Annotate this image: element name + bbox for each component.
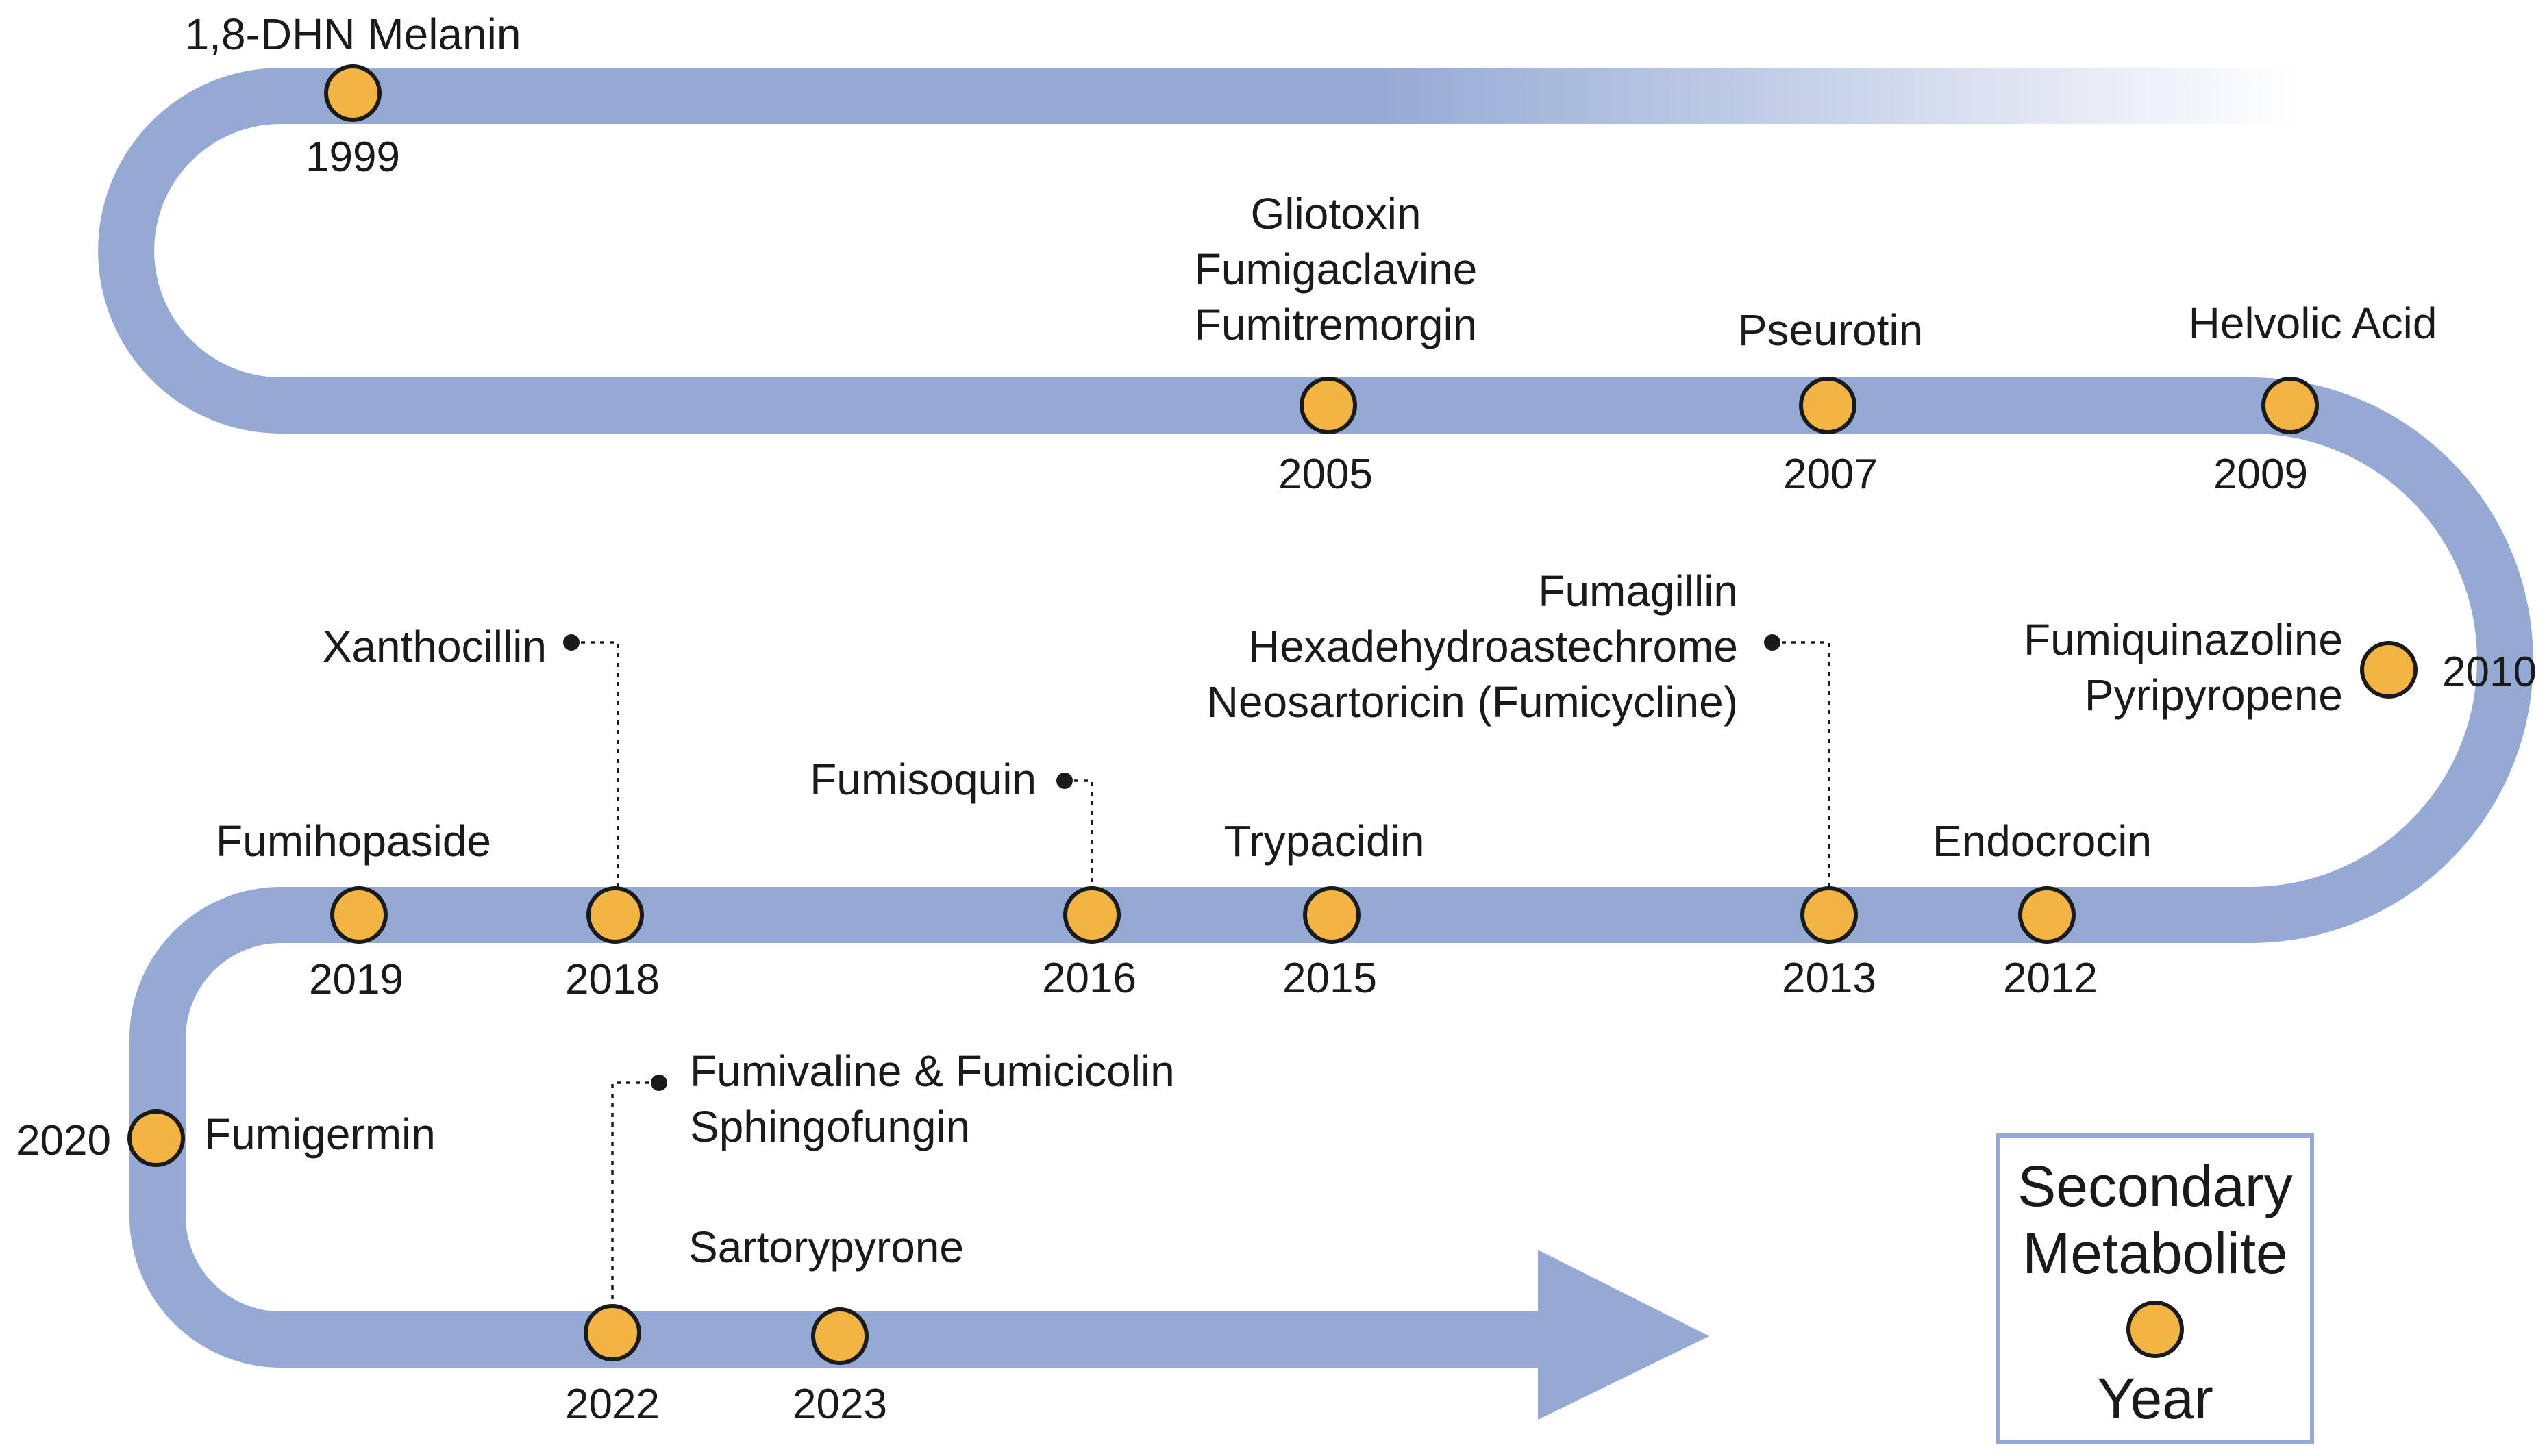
legend-metabolite-line2: Metabolite <box>2022 1221 2288 1285</box>
label-2013-b: Hexadehydroastechrome <box>1248 622 1738 671</box>
legend-year: Year <box>2097 1366 2213 1431</box>
label-2005-a: Gliotoxin <box>1251 189 1421 238</box>
label-2013-c: Neosartoricin (Fumicycline) <box>1207 677 1738 727</box>
node-2005 <box>1300 377 1357 434</box>
timeline-track <box>98 68 2533 1368</box>
label-2023: Sartorypyrone <box>688 1222 964 1272</box>
connector-dot-2018 <box>563 634 580 651</box>
connector-dots <box>563 634 1780 1091</box>
label-2012: Endocrocin <box>1933 816 2152 866</box>
year-2016: 2016 <box>1042 955 1136 1002</box>
year-2005: 2005 <box>1278 451 1373 498</box>
node-2018 <box>586 886 644 944</box>
year-2022: 2022 <box>565 1381 660 1428</box>
label-2013-a: Fumagillin <box>1538 566 1738 616</box>
label-2010-a: Fumiquinazoline <box>2024 615 2343 664</box>
connector-dot-2013 <box>1764 634 1780 651</box>
legend-border <box>1996 1133 2314 1444</box>
year-2023: 2023 <box>793 1381 887 1428</box>
node-2012 <box>2018 886 2076 944</box>
label-2005-c: Fumitremorgin <box>1195 300 1478 349</box>
connector-dot-2022 <box>651 1075 667 1091</box>
label-2010-b: Pyripyropene <box>2085 670 2343 720</box>
year-2019: 2019 <box>309 956 403 1003</box>
year-labels: 1999 2005 2007 2009 2010 2012 2013 2015 … <box>16 134 2537 1428</box>
label-2022-a: Fumivaline & Fumicicolin <box>690 1046 1175 1096</box>
connector-2013 <box>1772 641 1830 915</box>
node-2015 <box>1303 886 1361 944</box>
node-2007 <box>1799 377 1856 434</box>
label-2009: Helvolic Acid <box>2189 299 2437 348</box>
node-2010 <box>2360 641 2418 699</box>
label-2007: Pseurotin <box>1738 305 1923 355</box>
year-2012: 2012 <box>2003 955 2098 1002</box>
year-1999: 1999 <box>306 134 400 181</box>
year-2018: 2018 <box>565 956 660 1003</box>
node-2020 <box>127 1109 185 1167</box>
connector-2016 <box>1065 779 1093 915</box>
legend: Secondary Metabolite Year <box>1996 1133 2314 1444</box>
year-2015: 2015 <box>1282 955 1377 1002</box>
connector-2018 <box>571 641 619 915</box>
label-2022-b: Sphingofungin <box>690 1102 970 1151</box>
connector-2022 <box>611 1081 659 1333</box>
node-1999 <box>324 64 382 122</box>
year-2020: 2020 <box>16 1117 111 1164</box>
label-2019: Fumihopaside <box>216 816 491 866</box>
node-2022 <box>584 1304 641 1361</box>
label-2020: Fumigermin <box>204 1109 436 1159</box>
timeline-nodes <box>127 64 2418 1365</box>
year-2009: 2009 <box>2213 451 2308 498</box>
label-2005-b: Fumigaclavine <box>1195 244 1478 294</box>
year-2010: 2010 <box>2442 649 2537 696</box>
connector-dot-2016 <box>1056 773 1073 789</box>
label-2018: Xanthocillin <box>323 622 547 671</box>
metabolite-labels: 1,8-DHN Melanin Gliotoxin Fumigaclavine … <box>185 10 2437 1272</box>
legend-node-icon <box>2126 1301 2184 1358</box>
node-2019 <box>330 886 388 944</box>
label-2015: Trypacidin <box>1224 816 1425 866</box>
node-2023 <box>811 1307 869 1365</box>
node-2016 <box>1063 886 1121 944</box>
label-1999: 1,8-DHN Melanin <box>185 10 521 59</box>
connector-lines <box>571 641 1830 1333</box>
track-arrow-head <box>1538 1250 1709 1420</box>
track-main <box>98 68 2533 1368</box>
node-2009 <box>2261 377 2319 434</box>
legend-metabolite-line1: Secondary <box>2017 1154 2293 1218</box>
year-2007: 2007 <box>1783 451 1878 498</box>
node-2013 <box>1800 886 1858 944</box>
label-2016: Fumisoquin <box>810 755 1036 804</box>
year-2013: 2013 <box>1782 955 1876 1002</box>
